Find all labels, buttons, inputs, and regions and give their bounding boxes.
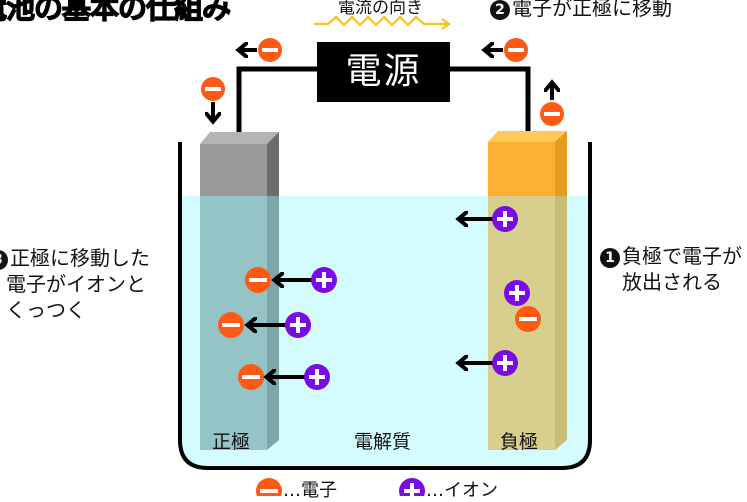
positive-electrode-label: 正極 [212, 431, 251, 453]
positive-electrode [200, 132, 279, 450]
ion-electron-bond-3 [238, 364, 330, 390]
electron-wire-top-left [240, 38, 282, 62]
step-3-text-line-3: くっつく [6, 298, 86, 322]
electrolyte [180, 196, 590, 468]
current-direction-label: 電流の向き [338, 0, 423, 18]
wire-left [236, 66, 318, 132]
electron-wire-right-up [540, 84, 564, 126]
negative-electrode-label: 負極 [500, 431, 539, 453]
ion-leaving-negative-2 [460, 350, 518, 376]
step-1-number: 1 [600, 248, 620, 268]
container [178, 142, 592, 470]
step-3-number: 3 [0, 250, 8, 270]
power-source: 電源 [317, 42, 450, 102]
step-3-text-line-1: 正極に移動した [10, 246, 150, 270]
ion-leaving-negative-1 [460, 206, 518, 232]
legend-electron-icon [256, 478, 282, 496]
ion-electron-pair-negative [504, 280, 541, 332]
step-2-text: 電子が正極に移動 [512, 0, 672, 20]
wire-right [449, 66, 531, 131]
step-1-text-line-1: 負極で電子が [622, 244, 742, 268]
electrolyte-label: 電解質 [354, 431, 412, 453]
legend-ion-icon [399, 478, 425, 496]
step-3-text-line-2: 電子がイオンと [6, 272, 146, 296]
electron-wire-left-down [201, 77, 225, 120]
current-direction-arrow [314, 15, 451, 30]
ion-electron-bond-1 [245, 267, 337, 293]
step-2-number: 2 [490, 0, 510, 20]
legend-ion-label: …イオン [426, 480, 498, 501]
ion-electron-bond-2 [218, 312, 311, 338]
legend-electron-label: …電子 [283, 480, 337, 501]
step-3-caption: 3正極に移動した 電子がイオンと くっつく [0, 245, 150, 323]
diagram-title: 電池の基本の仕組み [0, 0, 232, 26]
negative-electrode [488, 131, 567, 450]
step-1-text-line-2: 放出される [622, 270, 722, 294]
electron-wire-top-right [486, 38, 528, 62]
